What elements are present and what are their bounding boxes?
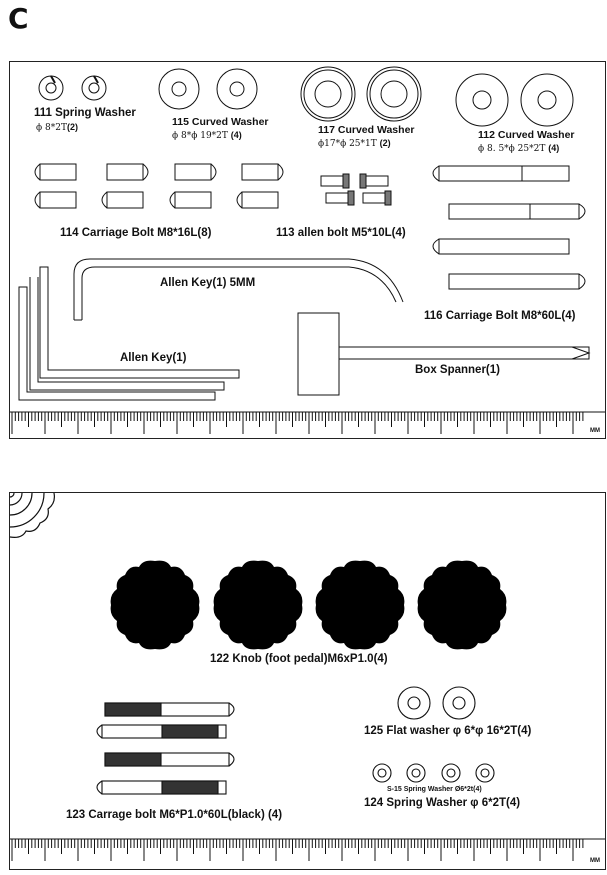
knob-122-label: 122 Knob (foot pedal)M6xP1.0(4) [210,653,388,665]
allen-bolt-113-icon [320,173,392,206]
curved-washer-115-spec: ϕ 8*ϕ 19*2T (4) [172,130,242,141]
hardware-drawing-top [10,66,605,434]
knob-122-icon [10,493,55,538]
carrage-bolt-123-label: 123 Carrage bolt M6*P1.0*60L(black) (4) [66,809,283,821]
hardware-drawing-bottom [10,493,605,861]
curved-washer-117-label: 117 Curved Washer [318,124,415,136]
spring-washer-111-icon [38,75,107,101]
ruler-unit: MM [590,428,600,434]
allen-key-5mm-label: Allen Key(1) 5MM [160,277,256,289]
section-letter: C [8,2,29,35]
allen-key-label: Allen Key(1) [120,352,187,364]
carriage-bolt-116-label: 116 Carriage Bolt M8*60L(4) [424,310,576,322]
box-spanner-icon [297,312,591,396]
carrage-bolt-123-icon [96,702,235,795]
hardware-panel-bottom: 122 Knob (foot pedal)M6xP1.0(4) 125 Flat… [9,492,606,870]
allen-key-5mm-icon [73,258,404,321]
curved-washer-115-label: 115 Curved Washer [172,116,269,128]
curved-washer-115-icon [158,68,258,110]
box-spanner-label: Box Spanner(1) [415,364,500,376]
allen-key-set-icon [18,266,240,401]
spring-washer-124-label: 124 Spring Washer φ 6*2T(4) [364,797,521,809]
curved-washer-117-spec: ϕ17*ϕ 25*1T (2) [318,138,391,149]
hardware-panel-top: 111 Spring Washer ϕ 8*2T(2) 115 Curved W… [9,61,606,439]
ruler-unit: MM [590,858,600,864]
carriage-bolt-114-icon [34,163,284,209]
spring-washer-s15-note: S-15 Spring Washer Ø6*2t(4) [387,786,482,793]
mm-ruler [10,838,605,861]
carriage-bolt-116-icon [432,165,586,290]
spring-washer-124-icon [372,763,495,783]
curved-washer-112-spec: ϕ 8. 5*ϕ 25*2T (4) [478,143,560,154]
curved-washer-117-icon [300,66,422,122]
spring-washer-111-spec: ϕ 8*2T(2) [36,122,78,133]
flat-washer-125-label: 125 Flat washer φ 6*φ 16*2T(4) [364,725,532,737]
curved-washer-112-icon [455,73,574,127]
curved-washer-112-label: 112 Curved Washer [478,129,575,141]
mm-ruler [10,411,605,434]
flat-washer-125-icon [397,686,476,720]
allen-bolt-113-label: 113 allen bolt M5*10L(4) [276,227,406,239]
spring-washer-111-label: 111 Spring Washer [34,107,136,119]
carriage-bolt-114-label: 114 Carriage Bolt M8*16L(8) [60,227,212,239]
